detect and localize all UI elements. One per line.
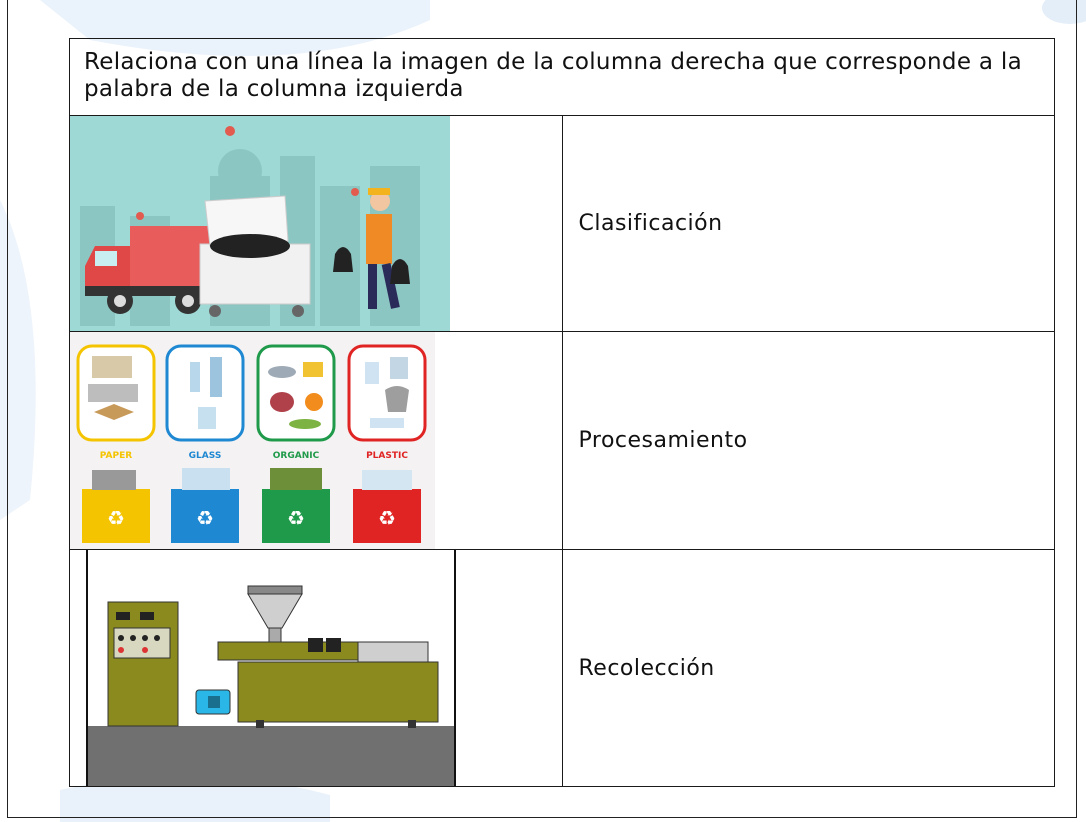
word-cell-1[interactable]: Clasificación bbox=[561, 115, 1055, 332]
processing-machine-illustration bbox=[88, 550, 454, 786]
image-cell-1[interactable] bbox=[69, 115, 563, 332]
word-cell-2[interactable]: Procesamiento bbox=[561, 331, 1055, 550]
matching-table: Relaciona con una línea la imagen de la … bbox=[69, 38, 1055, 787]
svg-text:♻: ♻ bbox=[287, 506, 305, 530]
bin-label-organic: ORGANIC bbox=[273, 451, 320, 461]
bin-label-glass: GLASS bbox=[189, 451, 222, 461]
bin-label-plastic: PLASTIC bbox=[366, 451, 408, 461]
image-cell-2[interactable]: PAPER GLASS ORGANIC PLASTIC bbox=[69, 331, 563, 550]
garbage-collection-illustration bbox=[70, 116, 450, 331]
bin-label-paper: PAPER bbox=[100, 451, 132, 461]
page-frame bbox=[7, 0, 1077, 818]
svg-text:♻: ♻ bbox=[196, 506, 214, 530]
svg-text:♻: ♻ bbox=[378, 506, 396, 530]
instruction-text: Relaciona con una línea la imagen de la … bbox=[69, 38, 1055, 116]
svg-text:♻: ♻ bbox=[107, 506, 125, 530]
worksheet: Relaciona con una línea la imagen de la … bbox=[69, 38, 1055, 787]
recycling-bins-illustration: PAPER GLASS ORGANIC PLASTIC bbox=[70, 332, 435, 549]
image-cell-3[interactable] bbox=[69, 549, 563, 787]
word-cell-3[interactable]: Recolección bbox=[561, 549, 1055, 787]
